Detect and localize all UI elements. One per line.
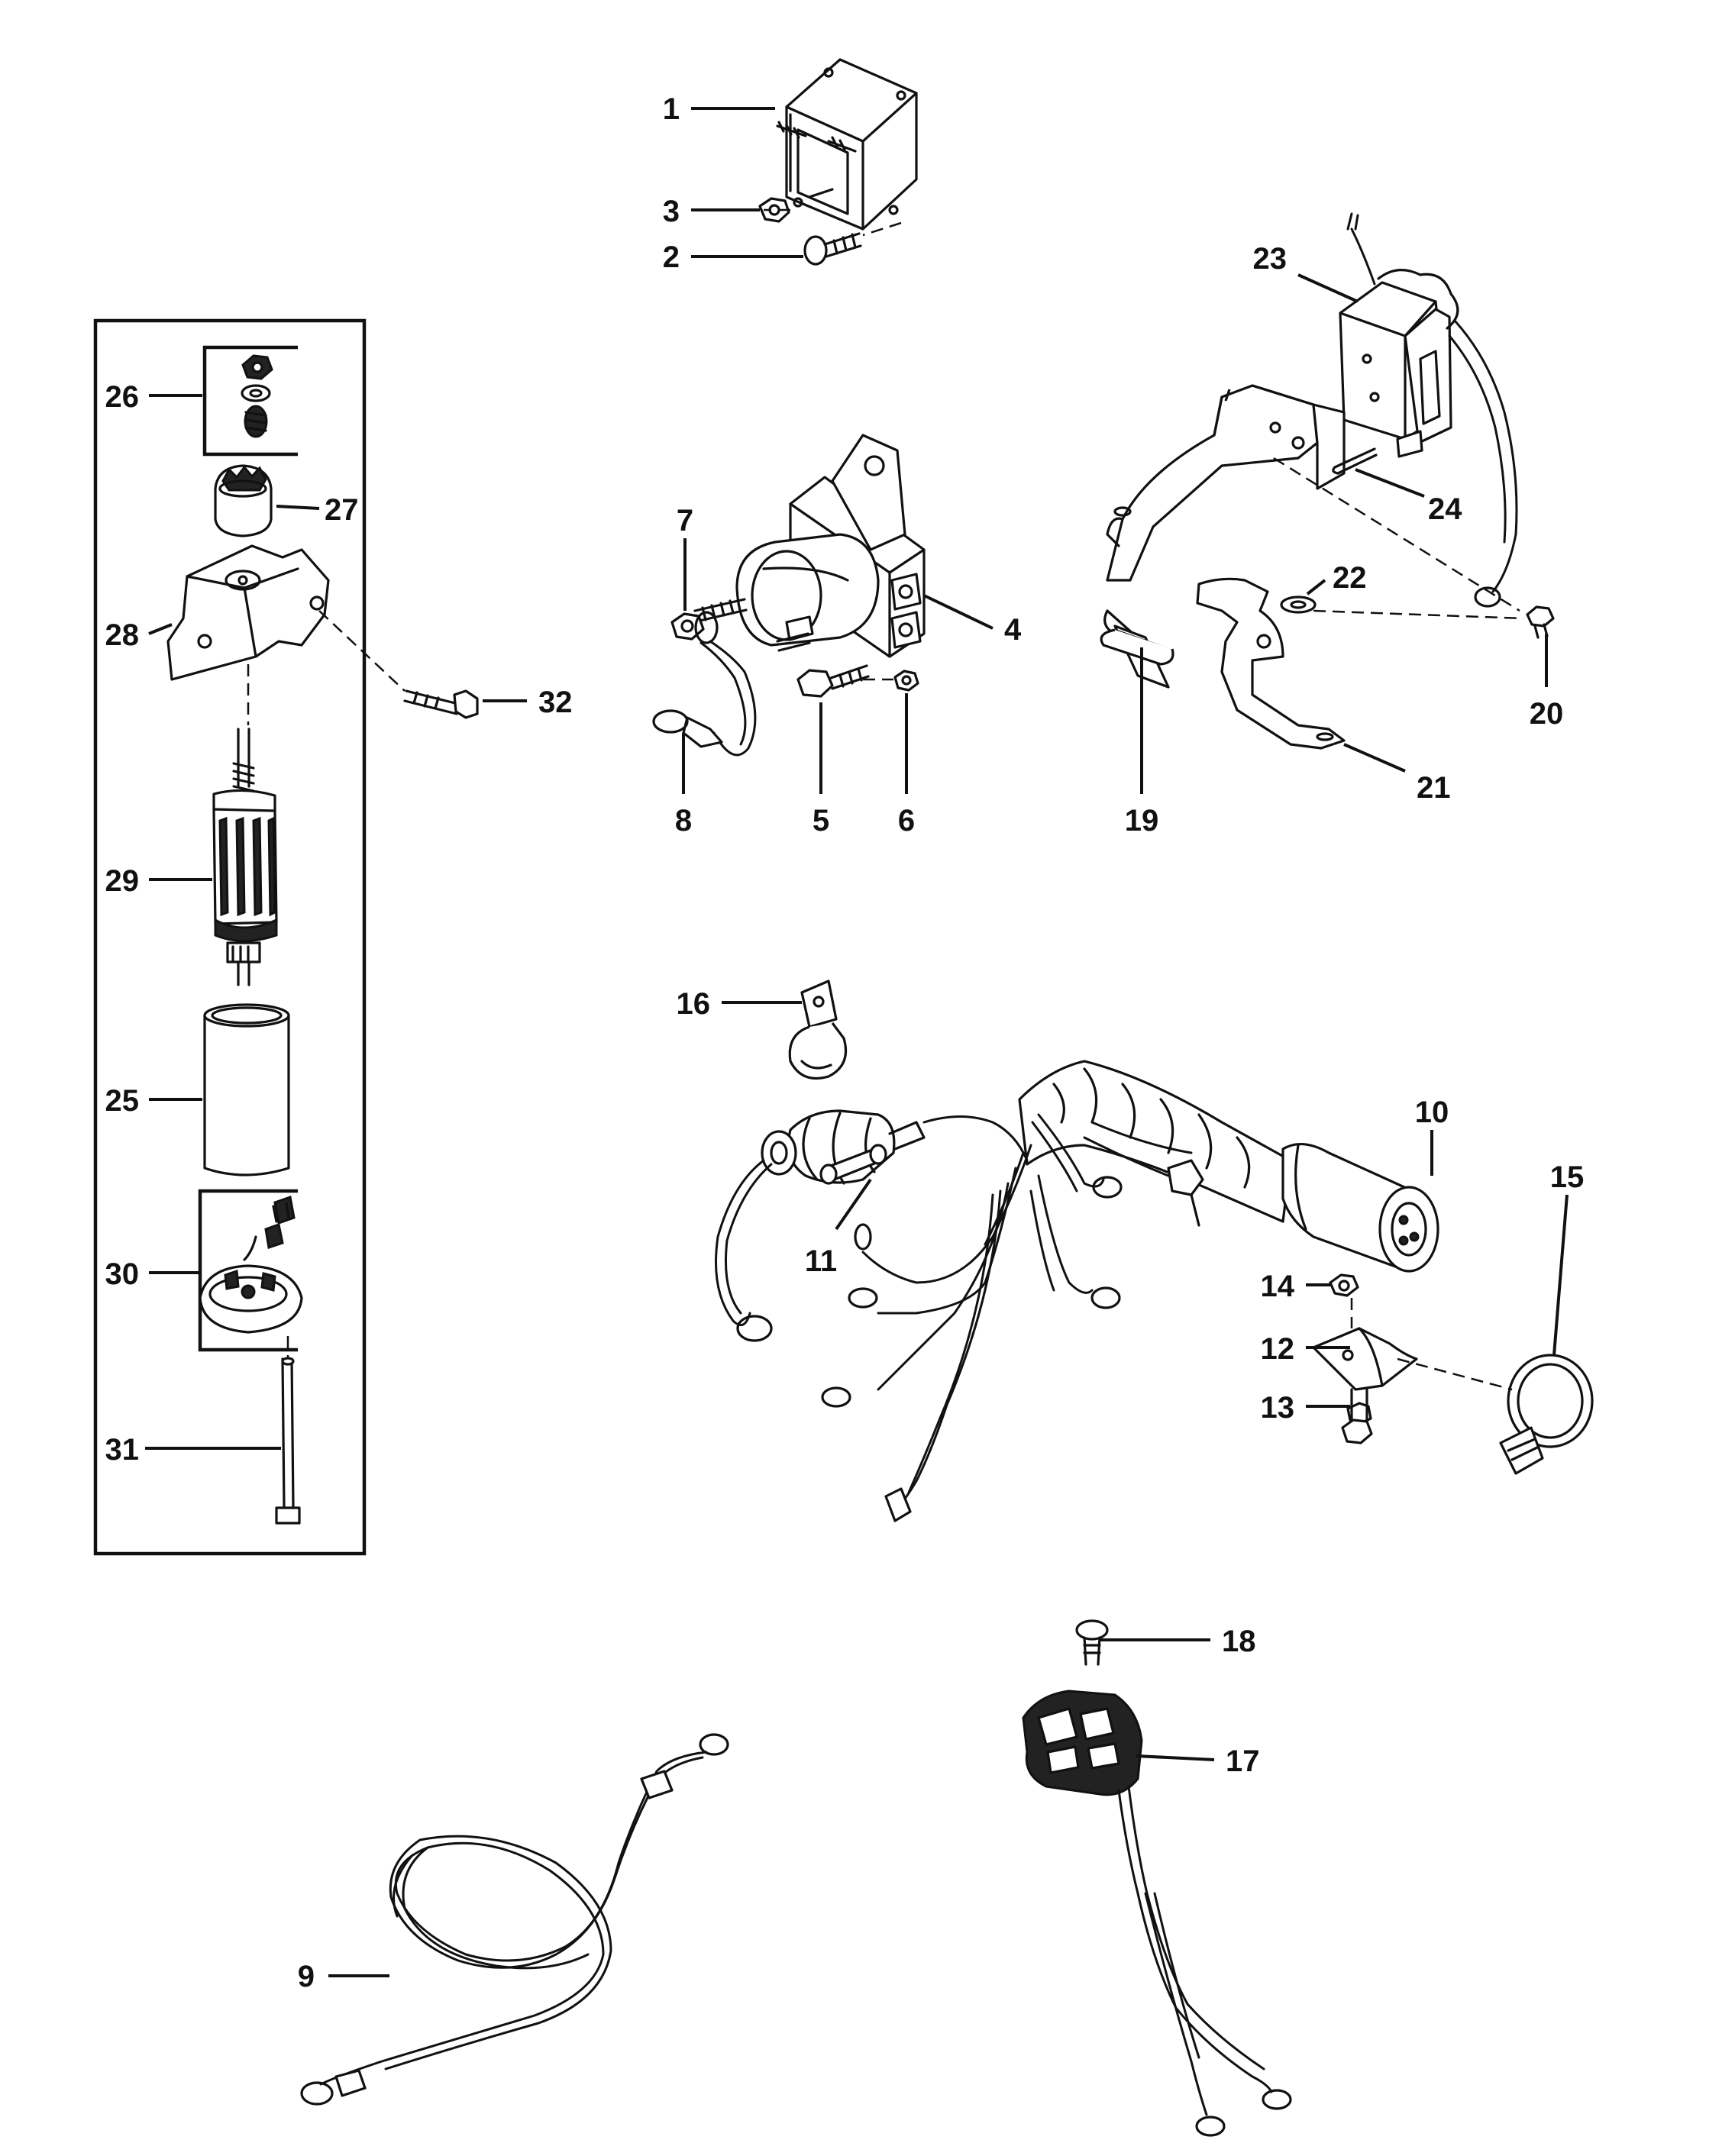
part-1-box: [785, 58, 918, 231]
callout-19: 19: [1125, 804, 1159, 838]
callout-7: 7: [677, 504, 693, 537]
callout-22: 22: [1333, 561, 1367, 595]
callout-28: 28: [105, 618, 140, 652]
callout-15: 15: [1550, 1160, 1585, 1194]
part-22-washer: [1280, 595, 1317, 614]
part-13-bolt: [1341, 1388, 1373, 1444]
callout-9: 9: [298, 1960, 315, 1993]
part-20-screw: [1526, 605, 1555, 639]
callout-1: 1: [663, 92, 680, 126]
callout-5: 5: [813, 804, 829, 838]
part-32-bolt: [403, 689, 479, 719]
starter-frame: [93, 318, 367, 1556]
callout-4: 4: [1004, 613, 1022, 647]
part-8-cable: [652, 611, 757, 757]
callout-13: 13: [1261, 1391, 1295, 1425]
callout-27: 27: [325, 493, 359, 527]
part-12-clamp: [1312, 1327, 1418, 1391]
callout-26: 26: [105, 380, 140, 414]
callout-23: 23: [1253, 242, 1288, 276]
part-31-through-bolt: [275, 1357, 301, 1525]
callout-6: 6: [898, 804, 915, 838]
part-17-wires: [1117, 1785, 1292, 2137]
part-16-clip: [788, 980, 848, 1080]
callout-21: 21: [1417, 771, 1451, 805]
part-26-washer: [241, 384, 271, 402]
part-18-screw: [1075, 1619, 1109, 1666]
callout-18: 18: [1222, 1625, 1256, 1658]
part-21-bracket: [1196, 577, 1346, 750]
part-26-spring: [244, 405, 268, 438]
part-24-pin: [1332, 447, 1378, 475]
part-25-frame-tube: [203, 1003, 290, 1176]
callout-14: 14: [1261, 1270, 1295, 1303]
part-30-bracket: [198, 1189, 298, 1352]
callout-25: 25: [105, 1084, 140, 1118]
part-14-nut: [1329, 1273, 1359, 1297]
callout-11: 11: [805, 1244, 837, 1278]
callout-30: 30: [105, 1257, 140, 1291]
callout-24: 24: [1428, 492, 1462, 526]
callout-10: 10: [1415, 1096, 1449, 1129]
callout-32: 32: [538, 686, 573, 719]
part-harness-wires: [715, 1113, 1193, 1509]
part-10-harness: [1018, 1060, 1439, 1273]
callout-2: 2: [663, 240, 680, 274]
callout-12: 12: [1261, 1332, 1295, 1366]
part-11-fuse: [819, 1144, 887, 1185]
part-9-cable: [300, 1733, 729, 2106]
part-harness-terminals: [736, 1159, 1204, 1522]
part-2-screw: [803, 232, 862, 266]
callout-3: 3: [663, 195, 680, 228]
part-4-solenoid: [735, 434, 926, 658]
callout-16: 16: [677, 987, 711, 1021]
callout-8: 8: [675, 804, 692, 838]
part-23-wires: [1346, 212, 1518, 608]
part-30-brush-plate: [199, 1196, 303, 1334]
callout-labels: 1 2 3 4 5 6 7 8 9 10 11 12 13 14 15 16 1…: [105, 92, 1585, 1993]
part-19-pin: [1100, 609, 1174, 689]
part-23-relay: [1339, 269, 1459, 458]
part-29-armature: [212, 728, 278, 986]
callout-29: 29: [105, 864, 140, 898]
part-bracket: [1106, 384, 1346, 582]
part-17-switch: [1022, 1690, 1143, 1796]
callout-17: 17: [1226, 1744, 1260, 1778]
callout-20: 20: [1530, 697, 1564, 731]
part-28-end-housing: [166, 544, 330, 681]
part-15-clamp: [1499, 1354, 1594, 1475]
part-1-studs: [776, 121, 857, 198]
leader-lines: [145, 107, 1569, 1977]
part-26-bracket: [202, 345, 298, 457]
part-5-bolt: [796, 664, 870, 698]
callout-31: 31: [105, 1433, 140, 1467]
part-27-gear: [214, 464, 273, 537]
part-26-nut: [241, 354, 273, 380]
part-6-nut: [893, 670, 919, 692]
